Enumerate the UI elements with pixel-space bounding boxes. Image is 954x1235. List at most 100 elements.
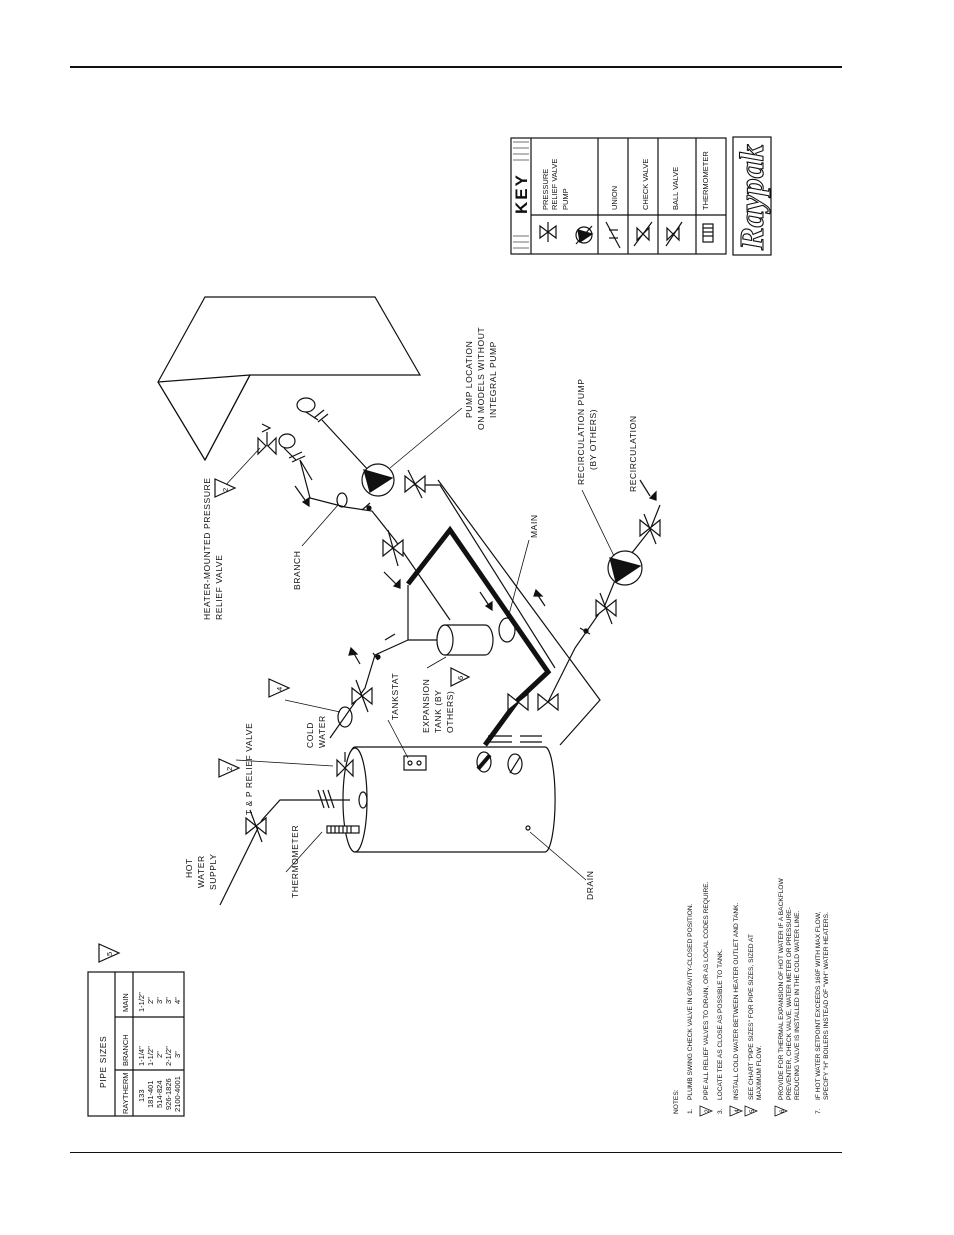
tankstat-label: TANKSTAT (390, 673, 400, 720)
pipe-sizes-rows: 133 1-1/4" 1-1/2" 181-401 1-1/2" 2" 514-… (137, 992, 182, 1112)
heater-relief-label-2: RELIEF VALVE (214, 555, 224, 620)
thermometer-label: THERMOMETER (290, 825, 300, 898)
tp-relief-label: T & P RELIEF VALVE (244, 723, 254, 815)
hot-water-supply-label-2: WATER (196, 855, 206, 888)
note-5-mark: 5 (749, 1109, 756, 1113)
drain-label: DRAIN (585, 871, 595, 900)
heater-relief-label-1: HEATER-MOUNTED PRESSURE (202, 477, 212, 620)
union-icon (605, 221, 621, 249)
note-4-mark: 4 (734, 1109, 741, 1113)
callout-6: 6 (450, 667, 471, 687)
note-4-triangle (729, 1105, 744, 1117)
recirculation-line (498, 504, 661, 703)
pump-location-label-3: INTEGRAL PUMP (488, 341, 498, 418)
key-item-thermometer: THERMOMETER (701, 151, 710, 210)
svg-text:4: 4 (275, 687, 284, 691)
hot-water-supply-label-1: HOT (184, 858, 194, 878)
table-cell: 2" (146, 997, 155, 1004)
callout-2-tp: 2 (218, 758, 241, 778)
note-7-text-2: SPECIFY "H" BOILERS INSTEAD OF "WH" WATE… (823, 912, 830, 1100)
flow-arrows (294, 479, 657, 665)
note-1-text: PLUMB SWING CHECK VALVE IN GRAVITY-CLOSE… (687, 903, 694, 1100)
heater-pump (361, 463, 426, 499)
table-cell: 4" (173, 997, 182, 1004)
svg-text:6: 6 (456, 676, 465, 680)
key-item-pressure-relief: RELIEF VALVE (550, 159, 559, 210)
key-item-check-valve: CHECK VALVE (641, 159, 650, 210)
storage-tank (342, 746, 556, 853)
heater-fittings (278, 397, 371, 481)
pipe-sizes-header-raytherm: RAYTHERM (121, 1072, 130, 1114)
pipe-sizes-title: PIPE SIZES (98, 1036, 108, 1088)
raypak-logo: Raypak (732, 136, 772, 256)
table-cell: 3" (173, 1051, 182, 1058)
note-5-text-2: MAXIMUM FLOW. (756, 1046, 763, 1100)
note-6-text-1: PROVIDE FOR THERMAL EXPANSION OF HOT WAT… (778, 877, 785, 1100)
key-item-ball-valve: BALL VALVE (671, 167, 680, 210)
table-cell: 133 (137, 1089, 146, 1102)
note-2-triangle (699, 1105, 714, 1117)
note-6-mark: 6 (779, 1109, 786, 1113)
hot-water-supply-line (219, 789, 350, 906)
table-cell: 3" (164, 997, 173, 1004)
note-6-text-3: REDUCING VALVE IS INSTALLED IN THE COLD … (794, 911, 801, 1100)
main-label: MAIN (529, 514, 539, 538)
expansion-tank-label-3: OTHERS) (445, 691, 455, 733)
callout-5: 5 (98, 943, 121, 963)
check-valve-icon (633, 221, 653, 247)
tankstat (403, 755, 427, 771)
recirc-pump-label-1: RECIRCULATION PUMP (576, 378, 586, 485)
tank-outlet-valves (488, 692, 559, 743)
notes-heading: NOTES: (673, 1089, 680, 1114)
table-cell: 926-1826 (164, 1078, 173, 1110)
cold-water-label-1: COLD (305, 722, 315, 748)
branch-valves (382, 529, 404, 567)
table-cell: 3" (155, 997, 164, 1004)
heater-relief-valve (257, 423, 277, 456)
note-6-triangle (774, 1105, 789, 1117)
pipe-sizes-header-main: MAIN (121, 993, 130, 1012)
pump-location-label-2: ON MODELS WITHOUT (476, 327, 486, 430)
branch-piping (299, 459, 451, 621)
leader-lines (222, 407, 615, 881)
table-cell: 2-1/2" (164, 1046, 173, 1066)
note-3-mark: 3. (717, 1108, 724, 1114)
header-rule (70, 66, 842, 68)
pump-icon (575, 225, 594, 245)
branch-label: BRANCH (292, 551, 302, 591)
ball-valve-icon (665, 221, 683, 247)
svg-text:5: 5 (105, 952, 114, 956)
note-5-text-1: SEE CHART "PIPE SIZES" FOR PIPE SIZES, S… (748, 934, 755, 1100)
note-2-mark: 2 (704, 1109, 711, 1113)
expansion-tank-label-2: TANK (BY (433, 690, 443, 733)
pump-location-label-1: PUMP LOCATION (464, 341, 474, 418)
table-cell: 1-1/4" (137, 1046, 146, 1066)
recirculation-label: RECIRCULATION (628, 415, 638, 492)
key-legend: KEY PRESSURE RELIEF VALVE PUMP UNION CHE… (510, 137, 727, 255)
note-5-triangle (744, 1105, 759, 1117)
pipe-sizes-table: PIPE SIZES RAYTHERM BRANCH MAIN 133 1-1/… (87, 971, 185, 1117)
callout-4: 4 (268, 678, 291, 698)
recirc-pump-label-2: (BY OTHERS) (588, 409, 598, 470)
note-1-mark: 1. (687, 1108, 694, 1114)
table-cell: 514-824 (155, 1080, 164, 1108)
pipe-sizes-header-branch: BRANCH (121, 1034, 130, 1066)
note-7-mark: 7. (815, 1108, 822, 1114)
cold-water-label-2: WATER (317, 715, 327, 748)
expansion-tank-label-1: EXPANSION (421, 679, 431, 733)
table-cell: 2100-4001 (173, 1076, 182, 1112)
svg-text:2: 2 (221, 488, 230, 492)
note-2-text: PIPE ALL RELIEF VALVES TO DRAIN, OR AS L… (703, 881, 710, 1100)
svg-text:2: 2 (225, 767, 234, 771)
table-cell: 181-401 (146, 1080, 155, 1108)
cold-water-line (329, 633, 409, 739)
callout-2-heater: 2 (214, 478, 237, 498)
table-cell: 1-1/2" (146, 1046, 155, 1066)
footer-rule (70, 1152, 842, 1153)
note-3-text: LOCATE TEE AS CLOSE AS POSSIBLE TO TANK. (717, 949, 724, 1100)
key-item-pressure-relief-1: PRESSURE (541, 169, 550, 210)
note-6-text-2: PREVENTER, CHECK VALVE, WATER METER OR P… (786, 907, 793, 1100)
notes: NOTES: 1. PLUMB SWING CHECK VALVE IN GRA… (673, 877, 830, 1117)
tank-thermometer (326, 825, 360, 834)
